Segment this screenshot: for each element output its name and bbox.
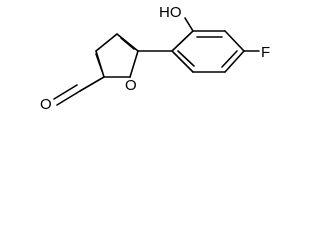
hydroxyl-bond	[184, 17, 194, 32]
aldehyde-ch-bond	[79, 76, 105, 92]
benzene-bond-c1-c2	[171, 30, 194, 52]
furan-bond-c3-c4	[95, 33, 118, 52]
benzene-bond-c3-c4	[224, 30, 245, 52]
aldehyde-co-double-bond-b	[53, 84, 78, 100]
structure-canvas: HO O O F	[0, 0, 304, 124]
furan-inner-double-b	[120, 37, 135, 50]
furan-oxygen-label: O	[125, 77, 137, 94]
bond-lines	[53, 17, 260, 106]
benzene-inner-double-c	[177, 50, 195, 67]
chemical-structure: HO O O F	[40, 4, 270, 113]
furan-inner-double-a	[95, 53, 103, 72]
atom-labels: HO O O F	[40, 4, 270, 113]
benzene-bond-c6-c1	[171, 50, 194, 73]
benzene-inner-double-b	[221, 50, 238, 68]
furan-bond-c5-o	[129, 50, 139, 78]
fluorine-label: F	[261, 44, 270, 61]
aldehyde-oxygen-label: O	[40, 96, 52, 113]
aldehyde-co-double-bond-a	[56, 90, 81, 106]
hydroxyl-label: HO	[159, 4, 182, 21]
benzene-bond-c4-c5	[224, 50, 245, 73]
